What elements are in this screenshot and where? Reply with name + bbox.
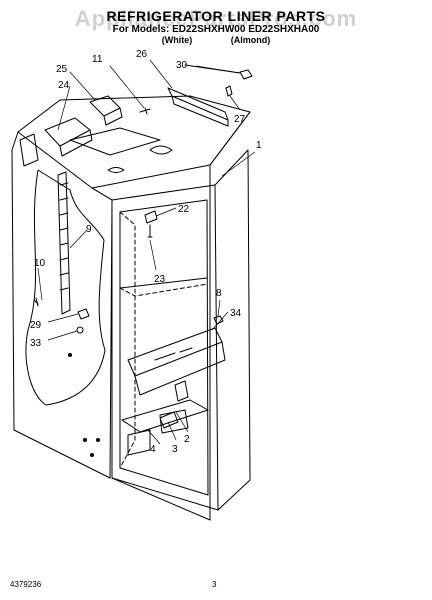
page-number: 3 (212, 580, 217, 589)
callout-23: 23 (154, 274, 166, 285)
rail-part (57, 171, 71, 315)
callout-4: 4 (150, 444, 156, 455)
callout-25: 25 (56, 64, 68, 75)
variant-line: (White) (Almond) (0, 35, 432, 45)
page-title: REFRIGERATOR LINER PARTS (106, 8, 326, 24)
callout-26: 26 (136, 49, 148, 60)
callout-34: 34 (230, 308, 242, 319)
liner-opening (119, 199, 209, 496)
callout-11: 11 (92, 54, 103, 65)
callout-29: 29 (30, 320, 42, 331)
callout-27: 27 (234, 114, 246, 125)
variant-white: (White) (161, 35, 193, 45)
callout-3: 3 (172, 444, 178, 455)
callout-1: 1 (256, 140, 262, 151)
liner-front-frame (111, 184, 219, 511)
variant-almond: (Almond) (230, 35, 271, 45)
callout-10: 10 (34, 258, 46, 269)
callout-24: 24 (58, 80, 70, 91)
part-number: 4379236 (10, 580, 42, 589)
callout-8: 8 (216, 288, 222, 299)
callout-9: 9 (86, 224, 92, 235)
liner-top (17, 95, 251, 189)
callout-2: 2 (184, 434, 190, 445)
control-housing (44, 117, 91, 147)
callout-30: 30 (176, 60, 188, 71)
callout-33: 33 (30, 338, 42, 349)
model-subtitle: For Models: ED22SHXHW00 ED22SHXHA00 (112, 24, 320, 35)
callout-22: 22 (178, 204, 190, 215)
